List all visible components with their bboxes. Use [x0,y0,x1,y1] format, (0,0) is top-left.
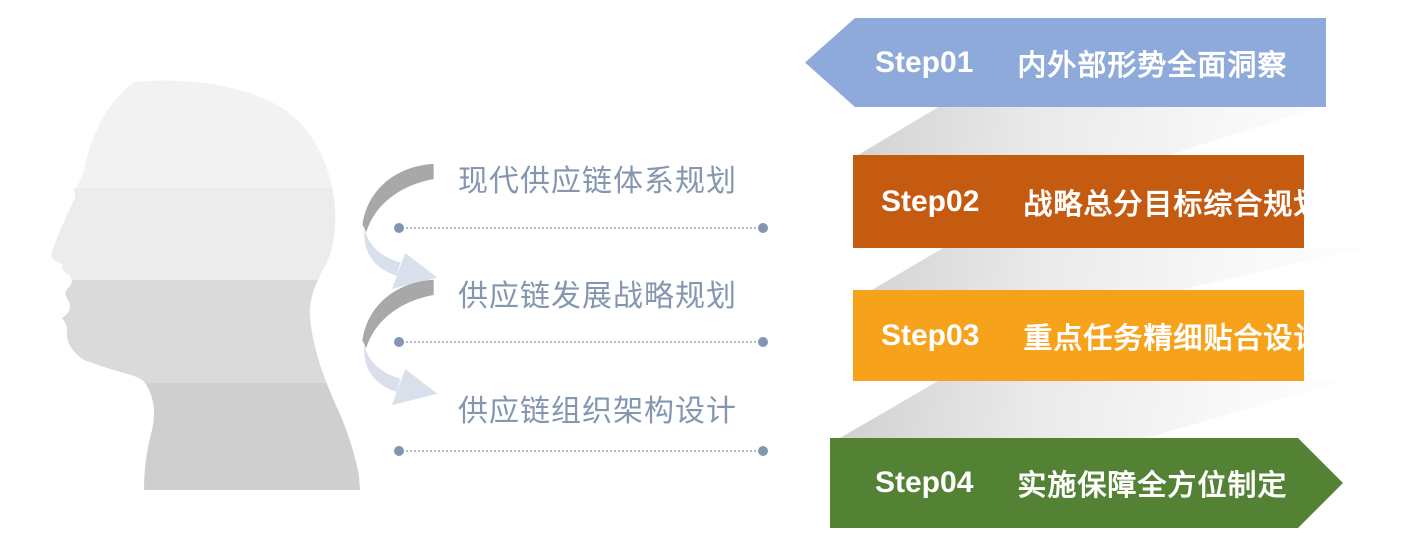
dotted-connector-2 [394,337,768,347]
step-banner-2-text: Step02 战略总分目标综合规划 [853,181,1323,223]
step-banner-4-text: Step04 实施保障全方位制定 [830,462,1287,504]
head-band-1 [51,80,360,188]
step-number: Step03 [881,318,980,352]
curved-arrow-1-light-arc [364,228,401,276]
connector-endpoint-dot [758,223,768,233]
head-band-4 [51,383,360,490]
step-banner-1-text: Step01 内外部形势全面洞察 [805,42,1287,84]
step-number: Step02 [881,184,980,218]
curved-arrow-1-head [391,253,438,290]
step-title: 实施保障全方位制定 [1017,470,1288,502]
planning-item-label-1: 现代供应链体系规划 [458,165,737,198]
step-number: Step01 [875,45,974,79]
curved-arrow-2-light-arc [364,344,401,392]
connector-endpoint-dot [758,337,768,347]
step-banner-1: Step01 内外部形势全面洞察 [805,18,1326,107]
step-banner-4: Step04 实施保障全方位制定 [830,438,1343,528]
step-number: Step04 [875,466,974,499]
step-banner-3-text: Step03 重点任务精细贴合设计 [853,315,1323,357]
fold-ribbon-1 [858,106,1322,155]
step-banner-3: Step03 重点任务精细贴合设计 [853,290,1322,381]
head-silhouette-icon [51,80,360,490]
step-title: 内外部形势全面洞察 [1017,49,1288,82]
curved-arrow-2-dark-arc [362,279,434,349]
step-title: 重点任务精细贴合设计 [1023,322,1324,355]
connector-endpoint-dot [394,337,404,347]
curved-arrow-1-icon [362,163,438,290]
head-band-3 [51,280,360,383]
step-banner-2: Step02 战略总分目标综合规划 [853,155,1322,248]
fold-ribbon-3 [840,381,1343,438]
planning-item-label-2: 供应链发展战略规划 [458,280,737,313]
curved-arrow-2-icon [362,279,438,406]
dotted-connector-3 [394,446,768,456]
connector-endpoint-dot [394,223,404,233]
curved-arrow-2-head [391,369,438,406]
dotted-connector-1 [394,223,768,233]
planning-item-label-3: 供应链组织架构设计 [458,395,737,428]
curved-arrow-1-dark-arc [362,163,434,233]
connector-endpoint-dot [394,446,404,456]
head-band-2 [51,188,360,280]
connector-endpoint-dot [758,446,768,456]
step-title: 战略总分目标综合规划 [1023,188,1324,221]
